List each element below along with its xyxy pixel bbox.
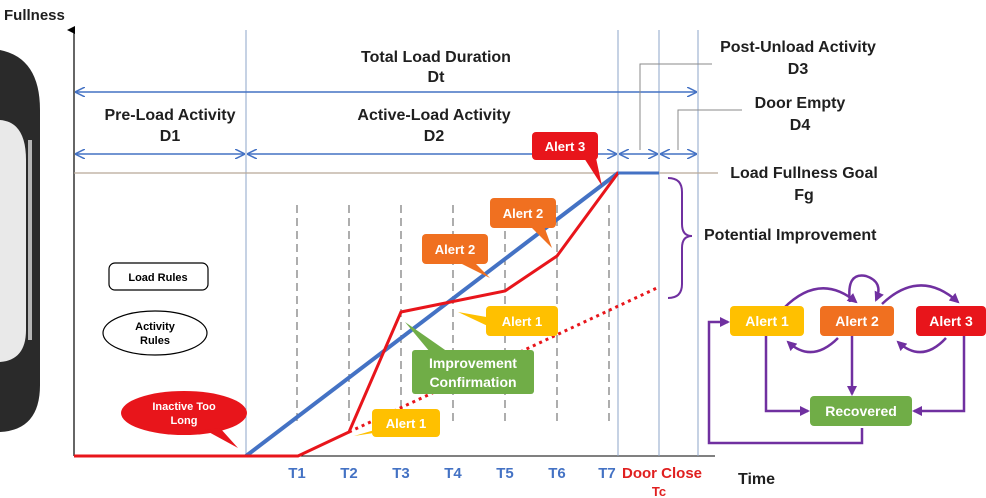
activity-rules-ellipse[interactable] [102, 310, 208, 356]
callout-improvement-confirmation: Improvement Confirmation [405, 322, 534, 394]
svg-text:Alert 3: Alert 3 [929, 313, 973, 329]
callout-alert2-left: Alert 2 [422, 234, 490, 278]
goal-line1: Load Fullness Goal [730, 165, 878, 182]
a2-self-loop [848, 274, 884, 303]
svg-text:Alert 1: Alert 1 [502, 314, 542, 329]
svg-text:Alert 3: Alert 3 [545, 139, 585, 154]
a3-to-recovered-arrow [912, 336, 966, 416]
potential-improvement-label: Potential Improvement [704, 227, 877, 244]
total-duration-line2: Dt [428, 69, 446, 86]
svg-text:Improvement: Improvement [429, 355, 517, 371]
postunload-line2: D3 [788, 61, 809, 78]
a2-to-a1-arrow [786, 337, 839, 354]
potential-improvement-brace [667, 177, 693, 299]
doorempty-line1: Door Empty [755, 95, 846, 112]
callout-inactive-too-long: Inactive Too Long [121, 391, 247, 448]
callout-alert3-top: Alert 3 [532, 132, 602, 186]
load-rules-box[interactable] [108, 262, 209, 291]
y-axis-label: Fullness [4, 7, 65, 24]
tick-t4: T4 [444, 465, 462, 482]
svg-text:Long: Long [171, 415, 198, 427]
recovered-to-a1-arrow [707, 317, 864, 445]
tick-t7: T7 [598, 465, 616, 482]
tick-t3: T3 [392, 465, 410, 482]
svg-text:Alert 1: Alert 1 [745, 313, 789, 329]
tick-t6: T6 [548, 465, 566, 482]
state-alert3[interactable] [916, 306, 986, 336]
svg-text:Alert 1: Alert 1 [386, 416, 426, 431]
x-axis-label: Time [738, 471, 775, 488]
tick-t2: T2 [340, 465, 358, 482]
activeload-line1: Active-Load Activity [357, 107, 510, 124]
a2-to-a3-arrow [881, 284, 960, 305]
activity-rules-line2: Rules [140, 335, 170, 347]
door-close-label: Door Close [622, 465, 702, 482]
svg-text:Inactive Too: Inactive Too [152, 401, 216, 413]
activity-rules-line1: Activity [135, 321, 176, 333]
time-tick-labels: T1 T2 T3 T4 T5 T6 T7 [288, 465, 616, 482]
callout-alert1-low: Alert 1 [354, 409, 440, 437]
device-graphic [0, 50, 40, 432]
svg-text:Recovered: Recovered [825, 403, 897, 419]
a3-to-a2-arrow [896, 337, 947, 354]
preload-line1: Pre-Load Activity [105, 107, 236, 124]
a1-to-a2-arrow [783, 287, 858, 309]
postunload-line1: Post-Unload Activity [720, 39, 876, 56]
svg-text:Confirmation: Confirmation [429, 374, 516, 390]
total-duration-line1: Total Load Duration [361, 49, 511, 66]
state-alert2[interactable] [820, 306, 894, 336]
load-rules-label: Load Rules [128, 272, 187, 284]
state-alert1[interactable] [730, 306, 804, 336]
tc-label: Tc [652, 484, 666, 498]
state-recovered[interactable] [810, 396, 912, 426]
a1-to-recovered-arrow [764, 336, 810, 416]
d4-leader [677, 109, 742, 150]
callout-alert2-right: Alert 2 [490, 198, 556, 248]
goal-line2: Fg [794, 187, 814, 204]
tick-t1: T1 [288, 465, 306, 482]
svg-text:Alert 2: Alert 2 [435, 242, 475, 257]
svg-text:Alert 2: Alert 2 [835, 313, 879, 329]
alert-state-machine: Alert 1 Alert 2 Alert 3 Recovered [707, 274, 986, 445]
svg-text:Alert 2: Alert 2 [503, 206, 543, 221]
callout-alert1-mid: Alert 1 [458, 306, 558, 336]
unimproved-projection [348, 285, 660, 434]
d3-leader [639, 63, 712, 150]
preload-line2: D1 [160, 128, 181, 145]
tick-t5: T5 [496, 465, 514, 482]
actual-fullness-line [74, 171, 659, 458]
doorempty-line2: D4 [790, 117, 811, 134]
activeload-line2: D2 [424, 128, 445, 145]
